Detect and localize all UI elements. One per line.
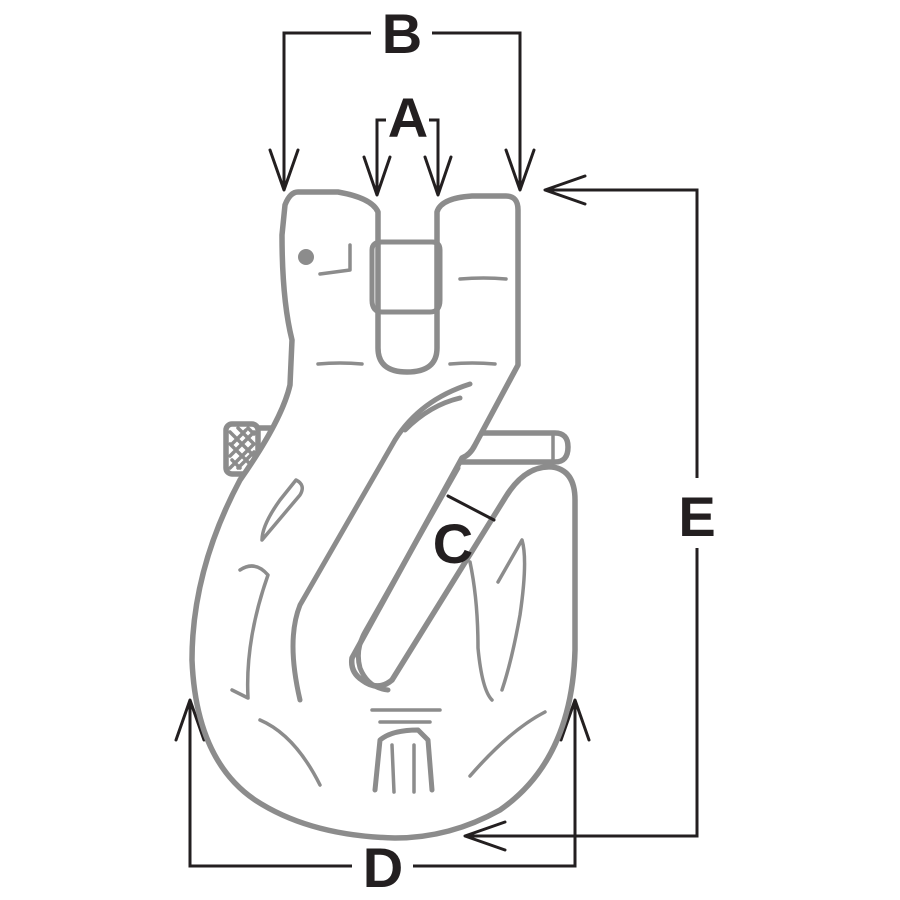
hook-throat-slot (355, 465, 461, 693)
dimension-e: E (463, 174, 716, 852)
dimension-a-right-arrow (423, 155, 453, 197)
dimension-a-left-arrow (362, 155, 392, 197)
hook-outer-outline (189, 189, 578, 841)
dimension-a-label: A (388, 86, 428, 149)
dimension-c-label: C (433, 512, 473, 575)
dimension-b: B (268, 2, 536, 192)
dimension-d-right-arrow (559, 698, 591, 742)
dimension-d-label: D (363, 836, 403, 899)
dimension-b-left-arrow (268, 148, 300, 192)
dimension-b-label: B (382, 2, 422, 65)
dimension-d-left-arrow (174, 698, 206, 742)
grab-hook-icon (189, 189, 578, 841)
dimension-e-bottom-arrow (463, 820, 507, 852)
hook-top-slot (369, 239, 443, 315)
dimension-e-label: E (678, 485, 715, 548)
dimension-c: C (433, 494, 496, 575)
dimension-b-right-arrow (504, 148, 536, 192)
pin-hole-icon (298, 249, 314, 265)
dimension-d: D (174, 698, 591, 899)
dimension-a: A (362, 86, 453, 197)
dimension-e-top-arrow (543, 174, 587, 206)
